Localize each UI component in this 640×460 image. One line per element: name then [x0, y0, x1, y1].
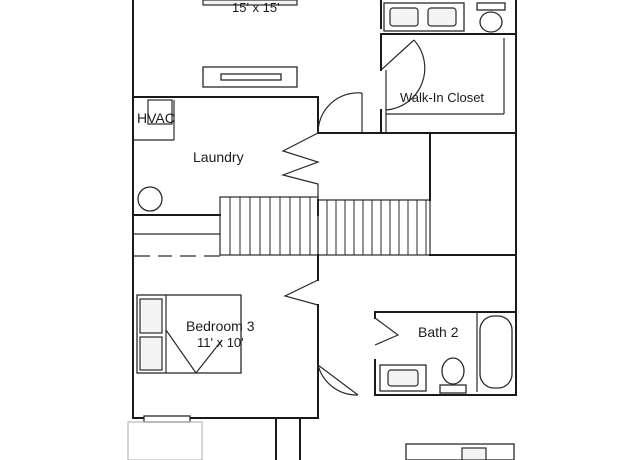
top-furniture-edge — [202, 0, 298, 6]
toilet-icon — [479, 11, 503, 33]
lower-pillow — [461, 447, 487, 460]
hvac-label: HVAC — [137, 110, 175, 126]
bath-2-toilet-tank — [439, 384, 467, 394]
bedroom-3-dimensions: 11' x 10' — [197, 335, 244, 350]
stair-run-right — [317, 199, 431, 256]
bath-2-sink-icon — [387, 369, 419, 387]
laundry-walls — [132, 92, 382, 216]
bathtub — [479, 315, 513, 389]
lower-room-outline — [127, 421, 203, 460]
water-heater-icon — [137, 186, 163, 212]
lower-bed-edge — [405, 443, 515, 460]
sink-right-icon — [427, 7, 457, 27]
laundry-label: Laundry — [193, 149, 244, 165]
hvac-unit — [147, 99, 173, 125]
bedroom-3-name: Bedroom 3 — [186, 318, 255, 334]
pillow-top — [139, 298, 163, 334]
walk-in-closet: Walk-In Closet — [380, 33, 517, 134]
window-pane — [220, 73, 282, 81]
sink-left-icon — [389, 7, 419, 27]
top-room-dimensions: 15' x 15' — [232, 0, 280, 15]
pillow-bottom — [139, 336, 163, 371]
bath-2: Bath 2 — [374, 311, 517, 396]
lower-hall — [127, 419, 515, 460]
bedroom-window — [143, 415, 191, 423]
master-bath — [380, 0, 517, 35]
bath-2-label: Bath 2 — [418, 324, 459, 340]
staircase — [132, 132, 517, 257]
toilet-tank — [476, 2, 506, 11]
stair-run-left — [219, 196, 319, 256]
bedroom-3: Bedroom 3 11' x 10' — [136, 254, 359, 423]
bath-2-toilet-icon — [441, 357, 465, 385]
top-bedroom — [202, 0, 298, 88]
walk-in-closet-label: Walk-In Closet — [400, 90, 484, 105]
hvac-closet: HVAC — [133, 99, 175, 141]
